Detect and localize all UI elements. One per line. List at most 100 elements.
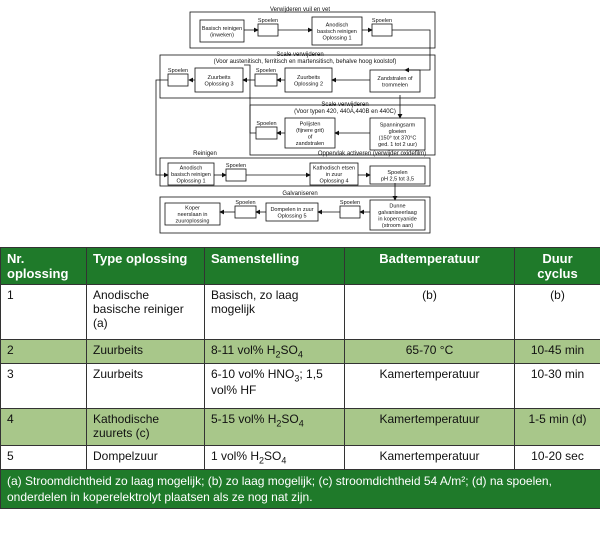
rinse-label: Spoelen (372, 18, 392, 24)
process-box-label: basisch reinigen (317, 29, 357, 35)
process-box (369, 69, 421, 93)
group-label-scale-removal-2: Scale verwijderen (321, 102, 368, 108)
process-box-label: (150° tot 370°C (379, 135, 417, 141)
cell-bath-temperature: 65-70 °C (344, 339, 515, 364)
process-box-label: galvaniseerlaag (378, 210, 417, 216)
cell-type: Zuurbeits (86, 339, 205, 364)
process-box-label: basisch reinigen (171, 172, 211, 178)
group-label-dirt-removal: Verwijderen vuil en vet (270, 7, 330, 13)
process-box-label: Spoelen (387, 170, 407, 176)
process-flow-diagram: Verwijderen vuil en vet Scale verwijdere… (155, 7, 436, 234)
process-box-label: ged. 1 tot 2 uur) (378, 142, 417, 148)
cell-type: Anodische basische reiniger (a) (86, 284, 205, 340)
process-box-label: Dunne (389, 203, 405, 209)
cell-type: Kathodische zuurets (c) (86, 408, 205, 446)
table-footnote: (a) Stroomdichtheid zo laag mogelijk; (b… (0, 469, 600, 509)
header-type: Type oplossing (86, 247, 205, 285)
group-frame-dirt-removal (189, 11, 436, 49)
arrow (155, 79, 169, 178)
cell-composition: Basisch, zo laag mogelijk (204, 284, 345, 340)
rinse-box (254, 73, 278, 87)
rinse-box (234, 205, 257, 219)
process-box-label: zandstralen (296, 141, 324, 147)
rinse-box (371, 23, 393, 37)
process-box-label: Dompelen in zuur (270, 207, 313, 213)
group-label-scale-removal-1: Scale verwijderen (276, 52, 323, 58)
cell-composition: 6-10 vol% HNO3; 1,5 vol% HF (204, 363, 345, 409)
process-box-label: Kathodisch etsen (313, 166, 355, 172)
rinse-box (257, 23, 279, 37)
rinse-label: Spoelen (258, 18, 278, 24)
header-bath-temperature: Badtemperatuur (344, 247, 515, 285)
table-footnote-row: (a) Stroomdichtheid zo laag mogelijk; (b… (0, 469, 600, 509)
process-box-label: Basisch reinigen (202, 26, 242, 32)
cell-cycle-duration: 10-45 min (514, 339, 600, 364)
cell-nr: 3 (0, 363, 87, 409)
solutions-table: Nr. oplossing Type oplossing Samenstelli… (0, 247, 600, 509)
process-box-label: (stroom aan) (382, 223, 413, 229)
process-box-label: Zuurbeits (297, 75, 320, 81)
group-label-electroplating: Galvaniseren (282, 191, 317, 197)
process-box-label: Oplossing 3 (204, 81, 233, 87)
rinse-label: Spoelen (340, 200, 360, 206)
rinse-box (225, 168, 247, 182)
group-label-cleaning: Reinigen (193, 151, 217, 157)
process-box-label: Oplossing 1 (322, 36, 351, 42)
process-box-label: (fijnere grit) (296, 128, 324, 134)
process-box (369, 117, 426, 151)
rinse-label: Spoelen (168, 68, 188, 74)
cell-bath-temperature: Kamertemperatuur (344, 408, 515, 446)
group-frame-cleaning-activation (159, 157, 431, 187)
cell-type: Dompelzuur (86, 445, 205, 470)
arrow (244, 64, 256, 134)
cell-composition: 5-15 vol% H2SO4 (204, 408, 345, 446)
cell-composition: 8-11 vol% H2SO4 (204, 339, 345, 364)
table-header-row: Nr. oplossing Type oplossing Samenstelli… (0, 247, 600, 285)
process-box-label: Oplossing 4 (319, 179, 348, 185)
cell-nr: 5 (0, 445, 87, 470)
process-box-label: Oplossing 5 (277, 213, 306, 219)
process-box-label: Polijsten (300, 121, 321, 127)
cell-cycle-duration: 10-30 min (514, 363, 600, 409)
process-box-label: Zuurbeits (208, 75, 231, 81)
cell-nr: 4 (0, 408, 87, 446)
group-label-surface-activation: Oppervlak activeren (verwijder oxidefilm… (318, 151, 426, 157)
cell-cycle-duration: (b) (514, 284, 600, 340)
group-sublabel-scale-removal-1: (Voor austenitisch, ferritisch en marten… (214, 59, 397, 65)
process-box-label: (inweken) (210, 32, 234, 38)
group-frame-electroplating (159, 196, 431, 234)
rinse-box (167, 73, 189, 87)
process-box-label: Zandstralen of (377, 76, 413, 82)
group-sublabel-scale-removal-2: (Voor typen 420, 440A,440B en 440C) (294, 109, 396, 115)
group-frame-scale-removal-1 (159, 54, 436, 99)
process-box (369, 199, 426, 231)
header-cycle-duration: Duur cyclus (514, 247, 600, 285)
cell-nr: 2 (0, 339, 87, 364)
rinse-label: Spoelen (226, 163, 246, 169)
cell-nr: 1 (0, 284, 87, 340)
process-box-label: Spanningsarm (380, 122, 416, 128)
cell-cycle-duration: 10-20 sec (514, 445, 600, 470)
header-composition: Samenstelling (204, 247, 345, 285)
rinse-box (339, 205, 361, 219)
process-box-label: in kopercyanide (378, 216, 417, 222)
header-nr: Nr. oplossing (0, 247, 87, 285)
cell-bath-temperature: (b) (344, 284, 515, 340)
cell-type: Zuurbeits (86, 363, 205, 409)
process-box-label: gloeien (389, 129, 407, 135)
cell-composition: 1 vol% H2SO4 (204, 445, 345, 470)
rinse-label: Spoelen (256, 121, 276, 127)
process-box-label: neerslaan in (178, 212, 208, 218)
cell-bath-temperature: Kamertemperatuur (344, 363, 515, 409)
process-box (311, 16, 363, 46)
rinse-label: Spoelen (235, 200, 255, 206)
rinse-box (255, 126, 278, 140)
process-box-label: of (308, 134, 313, 140)
process-box-label: zuuroplossing (176, 219, 210, 225)
rinse-label: Spoelen (256, 68, 276, 74)
